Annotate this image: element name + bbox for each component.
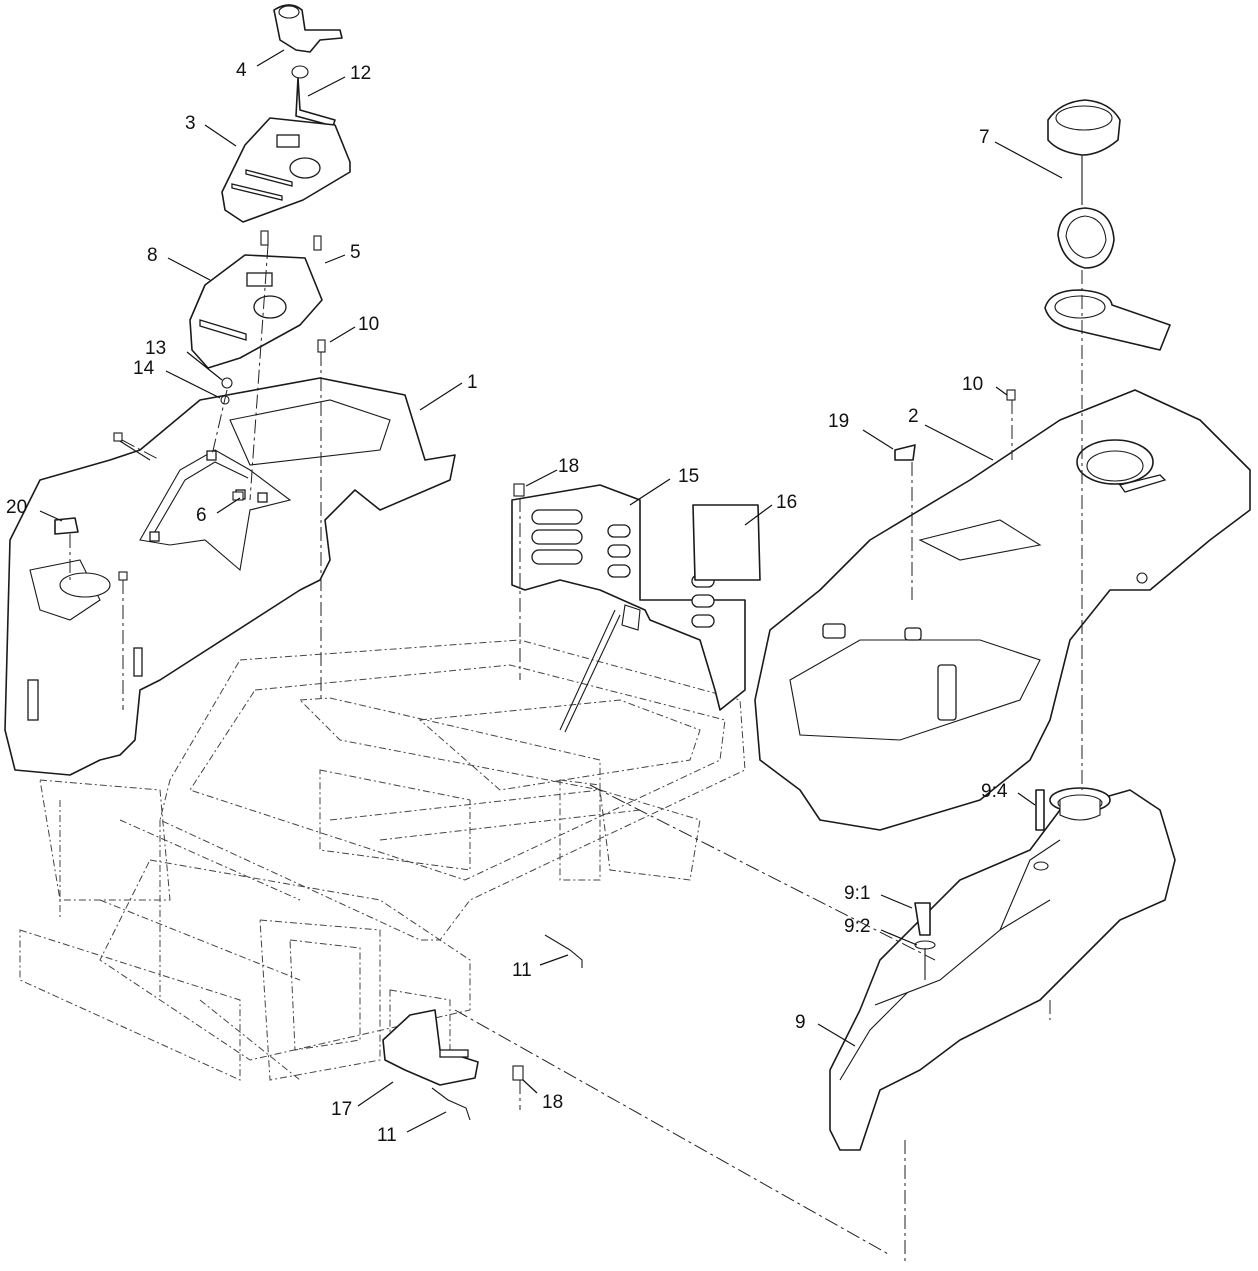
callout-1: 1	[467, 372, 478, 393]
callout-9-1: 9:1	[844, 883, 870, 904]
callout-6: 6	[196, 505, 207, 526]
callout-4: 4	[236, 60, 247, 81]
callout-14: 14	[133, 358, 155, 379]
part-8-plate	[189, 232, 323, 369]
assembly-lines	[69, 244, 1083, 1265]
callout-8: 8	[147, 245, 158, 266]
part-12-cable	[291, 65, 336, 127]
callout-3: 3	[185, 113, 196, 134]
callout-18-upper: 18	[558, 456, 579, 477]
callout-9-4: 9:4	[981, 781, 1008, 802]
part-3-plate	[221, 117, 351, 223]
leader-lines	[39, 49, 1063, 1133]
callout-7: 7	[979, 127, 990, 148]
callout-11-lower: 11	[377, 1125, 397, 1146]
part-9-fuel-tank	[829, 787, 1176, 1151]
part-7-gasket	[1044, 289, 1171, 351]
part-16-label	[692, 504, 761, 581]
part-11-clip-upper	[544, 934, 583, 968]
callout-10-left: 10	[358, 314, 379, 335]
part-9-2-tube	[914, 940, 936, 980]
callout-12: 12	[350, 63, 371, 84]
callout-18-lower: 18	[542, 1092, 563, 1113]
callout-15: 15	[678, 466, 699, 487]
part-17-bracket	[382, 1009, 479, 1121]
callout-9-2: 9:2	[844, 916, 870, 937]
callout-20: 20	[6, 497, 27, 518]
callout-16: 16	[776, 492, 797, 513]
part-4-knob	[273, 4, 343, 53]
callout-19: 19	[828, 411, 849, 432]
callout-10-right: 10	[962, 374, 983, 395]
part-2-cover	[754, 389, 1251, 831]
part-15-bracket	[511, 484, 746, 733]
callout-9: 9	[795, 1012, 806, 1033]
callout-labels: 4 12 3 8 5 10 13 14 1 20 6 18 15 16 7 10…	[6, 60, 1008, 1146]
callout-5: 5	[350, 242, 361, 263]
part-7-cap	[1047, 99, 1121, 269]
part-9-1-fitting	[914, 902, 931, 936]
callout-13: 13	[145, 338, 166, 359]
callout-17: 17	[331, 1099, 352, 1120]
callout-2: 2	[908, 406, 919, 427]
chassis-frame	[19, 639, 746, 1081]
part-1-shroud	[4, 377, 456, 776]
callout-11-upper: 11	[512, 960, 532, 981]
